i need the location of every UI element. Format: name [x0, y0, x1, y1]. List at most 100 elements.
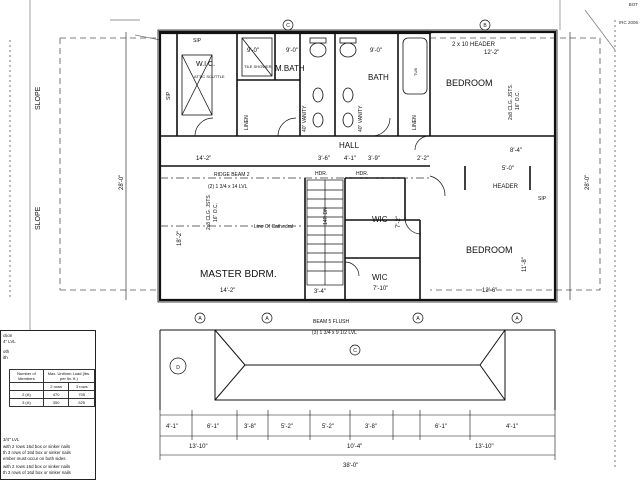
table-col-members: Number of Members — [9, 369, 44, 383]
table-col-a: 2 rows — [42, 382, 70, 391]
tub-label: TUB — [413, 68, 418, 76]
code-reference: IRC 2006 — [618, 20, 638, 25]
legend-line-4: ith — [3, 355, 8, 360]
grid-marker-a-2 — [261, 312, 273, 324]
slope-label-top: SLOPE — [35, 86, 42, 110]
grid-marker-c-mid — [349, 344, 361, 356]
table-col-b: 3 rows — [68, 382, 95, 391]
bath-fixtures — [181, 37, 428, 128]
load-table: Number of Members Max. Uniform Load (lbs… — [9, 369, 96, 407]
grid-markers — [169, 19, 523, 375]
clg-joists-right-oc: 16" O.C. — [515, 91, 521, 110]
dim-stair-width: 3'-4" — [314, 289, 326, 295]
dim-bottom-4: 5'-2" — [281, 424, 293, 430]
dim-top-mbath: 9'-0" — [286, 48, 298, 54]
grid-marker-d-label: D — [176, 365, 180, 371]
sip-label-left: SIP — [166, 91, 172, 100]
roof-outline — [9, 20, 616, 470]
dim-header-span: 5'-0" — [502, 166, 514, 172]
room-label-mbath: M.BATH — [275, 64, 305, 73]
table-cell: 3 (A) — [9, 398, 44, 407]
room-label-wic-lower: WIC — [372, 273, 388, 282]
ridge-lines — [160, 177, 430, 227]
table-cell: 2 (A) — [9, 390, 44, 399]
legend-line-2: 4" LVL — [3, 339, 16, 344]
dim-bottom-1: 4'-1" — [166, 424, 178, 430]
door-swings — [194, 117, 446, 277]
dim-top-wic: 9'-0" — [247, 48, 259, 54]
dim-hall-2: 3'-6" — [318, 156, 330, 162]
sip-label-top: SIP — [193, 38, 202, 44]
grid-marker-b-top-label: B — [483, 23, 487, 29]
legend-note-5: with 2 rows 16d box or sinker nails — [3, 464, 71, 469]
legend-note-3: th 3 rows of 16d box or sinker nails — [3, 450, 71, 455]
stair-down-label: 14R DN — [323, 207, 329, 225]
room-label-hall: HALL — [339, 141, 360, 150]
legend-line-3: oth — [3, 349, 10, 354]
grid-marker-a-1-label: A — [198, 316, 202, 322]
clg-joists-right: 2x8 CLG. JSTS. — [508, 84, 514, 120]
header-right-label: HEADER — [493, 184, 519, 190]
legend-line-1: ction — [3, 333, 13, 338]
dim-combined-2: 10'-4" — [347, 444, 362, 450]
roof-lines — [29, 0, 616, 330]
dim-left-vert: 18'-2" — [177, 231, 183, 246]
dim-bottom-2: 6'-1" — [207, 424, 219, 430]
dim-wic-low-width: 7'-10" — [373, 286, 388, 292]
legend-note-6: th 3 rows of 16d box or sinker nails — [3, 470, 71, 475]
vanity-label-1: 40" VANITY — [302, 105, 308, 132]
dimension-lines — [125, 32, 571, 460]
dim-bedroom-right-height: 11'-8" — [522, 257, 528, 272]
corner-text: BOT — [628, 2, 638, 7]
grid-marker-d — [169, 357, 187, 375]
dim-total: 38'-0" — [343, 463, 358, 469]
grid-marker-a-3-label: A — [416, 316, 420, 322]
porch — [159, 329, 556, 410]
dim-combined-1: 13'-10" — [189, 444, 208, 450]
dim-bedroom-right-width: 12'-6" — [482, 288, 497, 294]
grid-marker-a-3 — [412, 312, 424, 324]
table-header: Max. Uniform Load (lbs. per lin. ft.) — [42, 369, 96, 383]
dim-hall-1: 14'-2" — [196, 156, 211, 162]
dim-bottom-3: 3'-8" — [244, 424, 256, 430]
beam-load-legend: ction 4" LVL oth ith Number of Members M… — [0, 330, 96, 480]
dim-bottom-6: 3'-8" — [365, 424, 377, 430]
dim-top-bath: 9'-0" — [370, 48, 382, 54]
attic-scuttle-label: ATTIC SCUTTLE — [194, 74, 225, 79]
beam-flush-label: BEAM 5 FLUSH — [313, 319, 350, 325]
room-label-wic-middle: WIC — [372, 215, 388, 224]
room-label-bedroom-right: BEDROOM — [466, 245, 513, 255]
tile-shower-label: TILE SHOWER — [244, 64, 272, 69]
room-label-wic-top: W.I.C. — [196, 61, 215, 68]
dim-bedroom-top-side: 8'-4" — [510, 148, 522, 154]
table-cell: 350 — [42, 398, 70, 407]
dim-combined-3: 13'-10" — [475, 444, 494, 450]
table-cell: 705 — [68, 390, 95, 399]
grid-marker-a-2-label: A — [265, 316, 269, 322]
dim-wic-mid-height: 7'-2" — [396, 216, 402, 228]
grid-marker-c-mid-label: C — [353, 348, 357, 354]
ridge-beam-spec: (2) 1 3/4 x 14 LVL — [208, 184, 248, 190]
interior-walls — [160, 32, 555, 300]
grid-marker-a-1 — [194, 312, 206, 324]
dim-hall-3: 4'-1" — [344, 156, 356, 162]
beam-flush-spec: (3) 1 3/4 x 9 1/2 LVL — [312, 330, 357, 336]
hdr-label-2: HDR. — [356, 171, 368, 177]
vanity-label-2: 40" VANITY — [358, 105, 364, 132]
dim-master-width: 14'-2" — [220, 288, 235, 294]
slope-label-bottom: SLOPE — [35, 206, 42, 230]
legend-note-1: 3/4" LVL — [3, 437, 20, 442]
dim-bottom-7: 6'-1" — [435, 424, 447, 430]
table-row: 2 (A) 470 705 — [9, 390, 95, 399]
linen-label-right: LINEN — [412, 115, 418, 130]
grid-marker-c-top-label: C — [286, 23, 290, 29]
room-label-bedroom-top: BEDROOM — [446, 78, 493, 88]
line-of-cathedral-label: Line Of Cathedral — [254, 224, 293, 230]
clg-joists-left-oc: 16" O.C. — [213, 203, 219, 222]
grid-marker-b-top — [479, 19, 491, 31]
dim-overall-right: 28'-0" — [585, 175, 591, 190]
room-label-bath: BATH — [368, 73, 389, 82]
clg-joists-left: 2x8 CLG. JSTS. — [206, 194, 212, 230]
room-label-master-bdrm: MASTER BDRM. — [200, 269, 277, 280]
